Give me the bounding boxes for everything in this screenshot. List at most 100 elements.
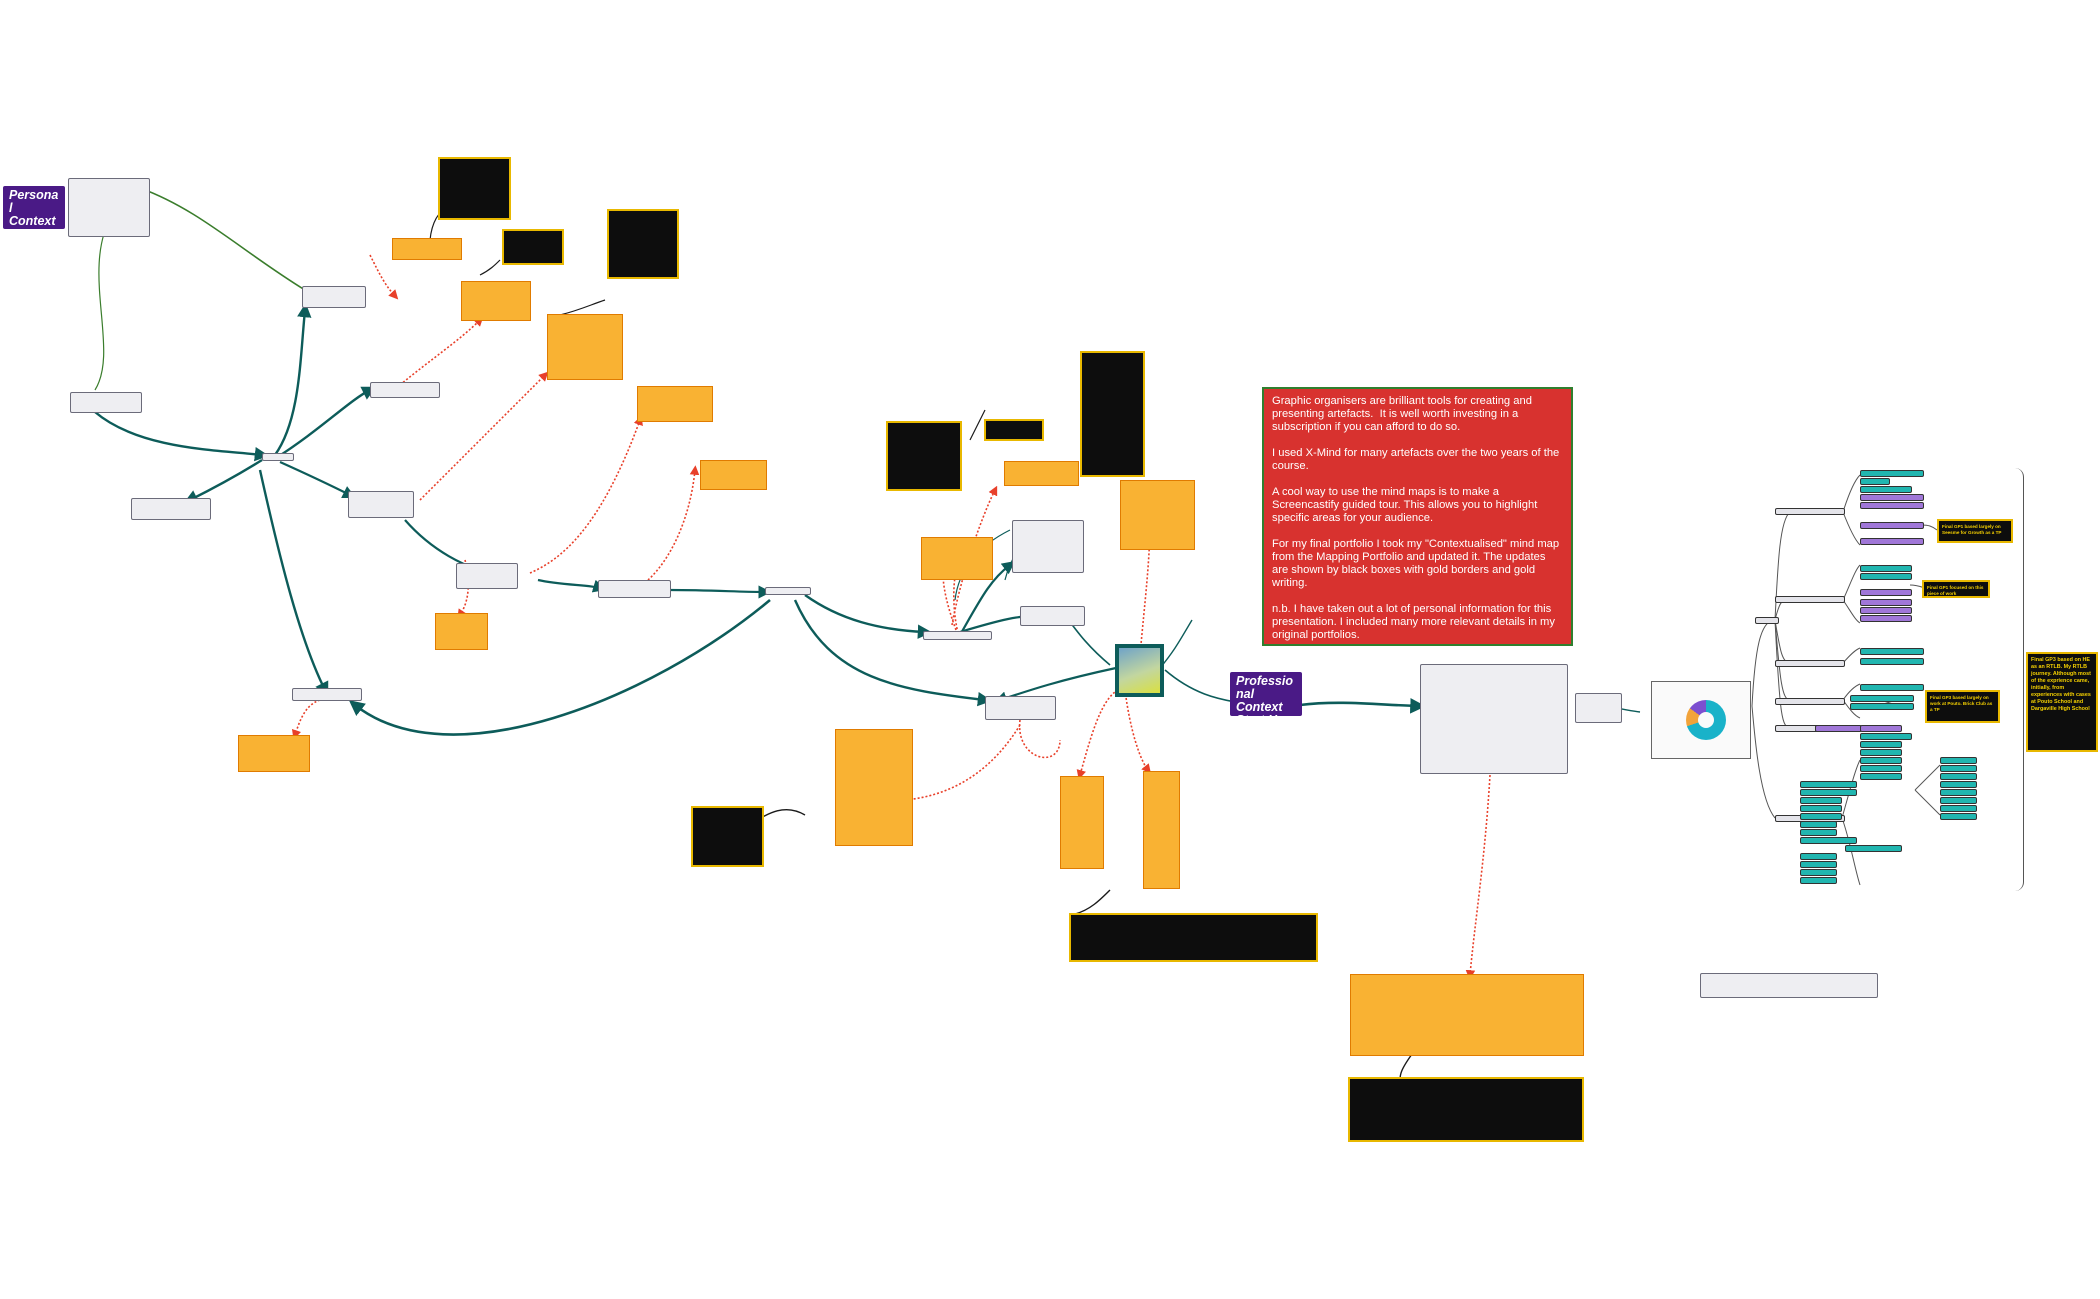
tree-leaf-21[interactable] — [1860, 733, 1912, 740]
chart-thumbnail[interactable] — [1651, 681, 1751, 759]
note-professional-6 — [1143, 771, 1180, 889]
tree-leaf-5[interactable] — [1860, 502, 1924, 509]
references-node[interactable] — [1700, 973, 1878, 998]
tree-leaf-18[interactable] — [1850, 703, 1914, 710]
tree-leaf-47[interactable] — [1940, 813, 1977, 820]
tree-leaf-38[interactable] — [1800, 869, 1837, 876]
roles-node[interactable] — [1020, 606, 1085, 626]
tree-branch-3[interactable] — [1775, 660, 1845, 667]
tree-leaf-39[interactable] — [1800, 877, 1837, 884]
tree-leaf-10[interactable] — [1860, 589, 1912, 596]
note-professional-4 — [835, 729, 913, 846]
tree-leaf-8[interactable] — [1860, 565, 1912, 572]
note-professional-2 — [1004, 461, 1079, 486]
note-personal-1 — [392, 238, 462, 260]
tree-leaf-42[interactable] — [1940, 773, 1977, 780]
tree-leaf-20[interactable] — [1860, 725, 1902, 732]
tree-leaf-23[interactable] — [1860, 749, 1902, 756]
note-personal-4 — [637, 386, 713, 422]
personal-subbranch-node[interactable] — [70, 392, 142, 413]
tree-leaf-41[interactable] — [1940, 765, 1977, 772]
tree-leaf-13[interactable] — [1860, 615, 1912, 622]
tree-leaf-28[interactable] — [1800, 789, 1857, 796]
donut-chart-thumbnail — [1686, 700, 1726, 740]
tree-leaf-46[interactable] — [1940, 805, 1977, 812]
tree-branch-2[interactable] — [1775, 596, 1845, 603]
note-personal-3 — [547, 314, 623, 380]
tree-leaf-6[interactable] — [1860, 522, 1924, 529]
tree-leaf-40[interactable] — [1940, 757, 1977, 764]
gp3-rtlb-note: Final GP3 based on HE as an RTLB. My RTL… — [2026, 652, 2098, 752]
note-personal-6 — [435, 613, 488, 650]
gp1-seesme-note: Final GP1 based largely on Seesme for Gr… — [1937, 519, 2013, 543]
note-professional-3 — [1120, 480, 1195, 550]
tree-leaf-16[interactable] — [1860, 684, 1924, 691]
note-personal-5 — [700, 460, 767, 490]
tree-leaf-44[interactable] — [1940, 789, 1977, 796]
note-personal-7 — [238, 735, 310, 772]
tree-leaf-19[interactable] — [1815, 725, 1862, 732]
tree-leaf-34[interactable] — [1800, 837, 1857, 844]
update-note-4 — [886, 421, 962, 491]
tree-leaf-14[interactable] — [1860, 648, 1924, 655]
tree-leaf-32[interactable] — [1800, 821, 1837, 828]
tree-leaf-25[interactable] — [1860, 765, 1902, 772]
update-note-5 — [984, 419, 1044, 441]
tree-leaf-12[interactable] — [1860, 607, 1912, 614]
tree-leaf-17[interactable] — [1850, 695, 1914, 702]
tree-leaf-11[interactable] — [1860, 599, 1912, 606]
professional-summary-node[interactable] — [1420, 664, 1568, 774]
tree-leaf-2[interactable] — [1860, 478, 1890, 485]
family-node[interactable] — [131, 498, 211, 520]
update-note-9 — [1348, 1077, 1584, 1142]
update-note-2 — [502, 229, 564, 265]
tree-leaf-30[interactable] — [1800, 805, 1842, 812]
tree-leaf-36[interactable] — [1800, 853, 1837, 860]
appendix-node[interactable] — [1575, 693, 1622, 723]
tree-leaf-3[interactable] — [1860, 486, 1912, 493]
profile-photo — [1115, 644, 1164, 697]
community-node[interactable] — [348, 491, 414, 518]
tree-branch-4[interactable] — [1775, 698, 1845, 705]
tree-leaf-15[interactable] — [1860, 658, 1924, 665]
personal-branch-node[interactable] — [302, 286, 366, 308]
tree-leaf-9[interactable] — [1860, 573, 1912, 580]
teaching-node[interactable] — [923, 631, 992, 640]
hub-node[interactable] — [262, 453, 294, 461]
tree-leaf-26[interactable] — [1860, 773, 1902, 780]
tree-branch-1[interactable] — [1775, 508, 1845, 515]
tree-leaf-43[interactable] — [1940, 781, 1977, 788]
note-professional-1 — [921, 537, 993, 580]
tree-leaf-27[interactable] — [1800, 781, 1857, 788]
tree-leaf-33[interactable] — [1800, 829, 1837, 836]
reflection-note[interactable] — [292, 688, 362, 701]
note-professional-5 — [1060, 776, 1104, 869]
professional-context-label: Professional Context Start Here — [1230, 672, 1302, 716]
tree-leaf-4[interactable] — [1860, 494, 1924, 501]
learning-support-node[interactable] — [985, 696, 1056, 720]
leadership-node[interactable] — [1012, 520, 1084, 573]
personal-intro-node[interactable] — [68, 178, 150, 237]
career-node[interactable] — [765, 587, 811, 595]
context-node[interactable] — [370, 382, 440, 398]
tree-leaf-7[interactable] — [1860, 538, 1924, 545]
tree-leaf-35[interactable] — [1845, 845, 1902, 852]
tree-leaf-1[interactable] — [1860, 470, 1924, 477]
tree-root[interactable] — [1755, 617, 1779, 624]
tree-leaf-37[interactable] — [1800, 861, 1837, 868]
note-personal-2 — [461, 281, 531, 321]
graphic-organisers-note: Graphic organisers are brilliant tools f… — [1262, 387, 1573, 646]
update-note-3 — [607, 209, 679, 279]
tree-leaf-45[interactable] — [1940, 797, 1977, 804]
update-note-6 — [1080, 351, 1145, 477]
note-professional-7 — [1350, 974, 1584, 1056]
gp3-pouto-note: Final GP3 based largely on work at Pouto… — [1925, 690, 2000, 723]
update-note-1 — [438, 157, 511, 220]
tree-leaf-29[interactable] — [1800, 797, 1842, 804]
tree-leaf-22[interactable] — [1860, 741, 1902, 748]
tree-leaf-31[interactable] — [1800, 813, 1842, 820]
learning-node[interactable] — [598, 580, 671, 598]
school-node[interactable] — [456, 563, 518, 589]
tree-leaf-24[interactable] — [1860, 757, 1902, 764]
